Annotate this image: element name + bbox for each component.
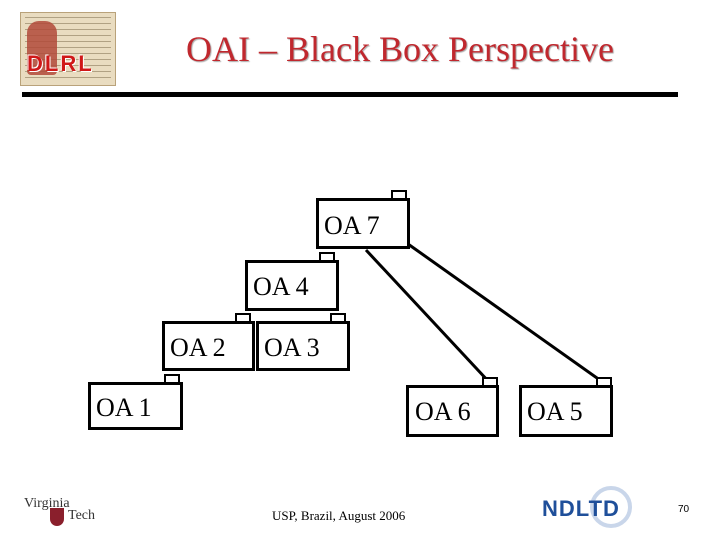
slide-title: OAI – Black Box Perspective — [186, 29, 614, 69]
oa3-label: OA 3 — [264, 333, 320, 362]
oa1-box — [88, 382, 183, 430]
virginia-tech-logo-text-top: Virginia — [24, 496, 70, 511]
dlrl-logo-text: DLRL — [27, 51, 94, 76]
oa2-label: OA 2 — [170, 333, 226, 362]
virginia-tech-logo-text-bottom: Tech — [68, 508, 96, 523]
oa4-box — [245, 260, 339, 311]
dlrl-logo: DLRL — [20, 12, 116, 86]
oa7-box — [316, 198, 410, 249]
title-divider — [22, 92, 678, 97]
virginia-tech-shield-icon — [50, 508, 64, 526]
dlrl-logo-figure — [27, 21, 57, 75]
ndltd-logo: NDLTD — [540, 486, 632, 532]
oa7-label: OA 7 — [324, 211, 380, 240]
oa5-box — [519, 385, 613, 437]
edge-oa7-oa6 — [364, 248, 492, 385]
page-number: 70 — [678, 504, 690, 515]
oa2-box — [162, 321, 255, 371]
slide-footer: USP, Brazil, August 2006 — [272, 508, 406, 523]
oa6-box — [406, 385, 499, 437]
ndltd-logo-ring-icon — [590, 486, 632, 528]
edge-oa7-oa5 — [407, 242, 605, 385]
oa4-label: OA 4 — [253, 272, 309, 301]
oa6-label: OA 6 — [415, 397, 471, 426]
oa3-box — [256, 321, 350, 371]
ndltd-logo-text: NDLTD — [542, 496, 620, 521]
oa5-label: OA 5 — [527, 397, 583, 426]
virginia-tech-logo: Virginia Tech — [22, 496, 102, 530]
oa1-label: OA 1 — [96, 393, 152, 422]
